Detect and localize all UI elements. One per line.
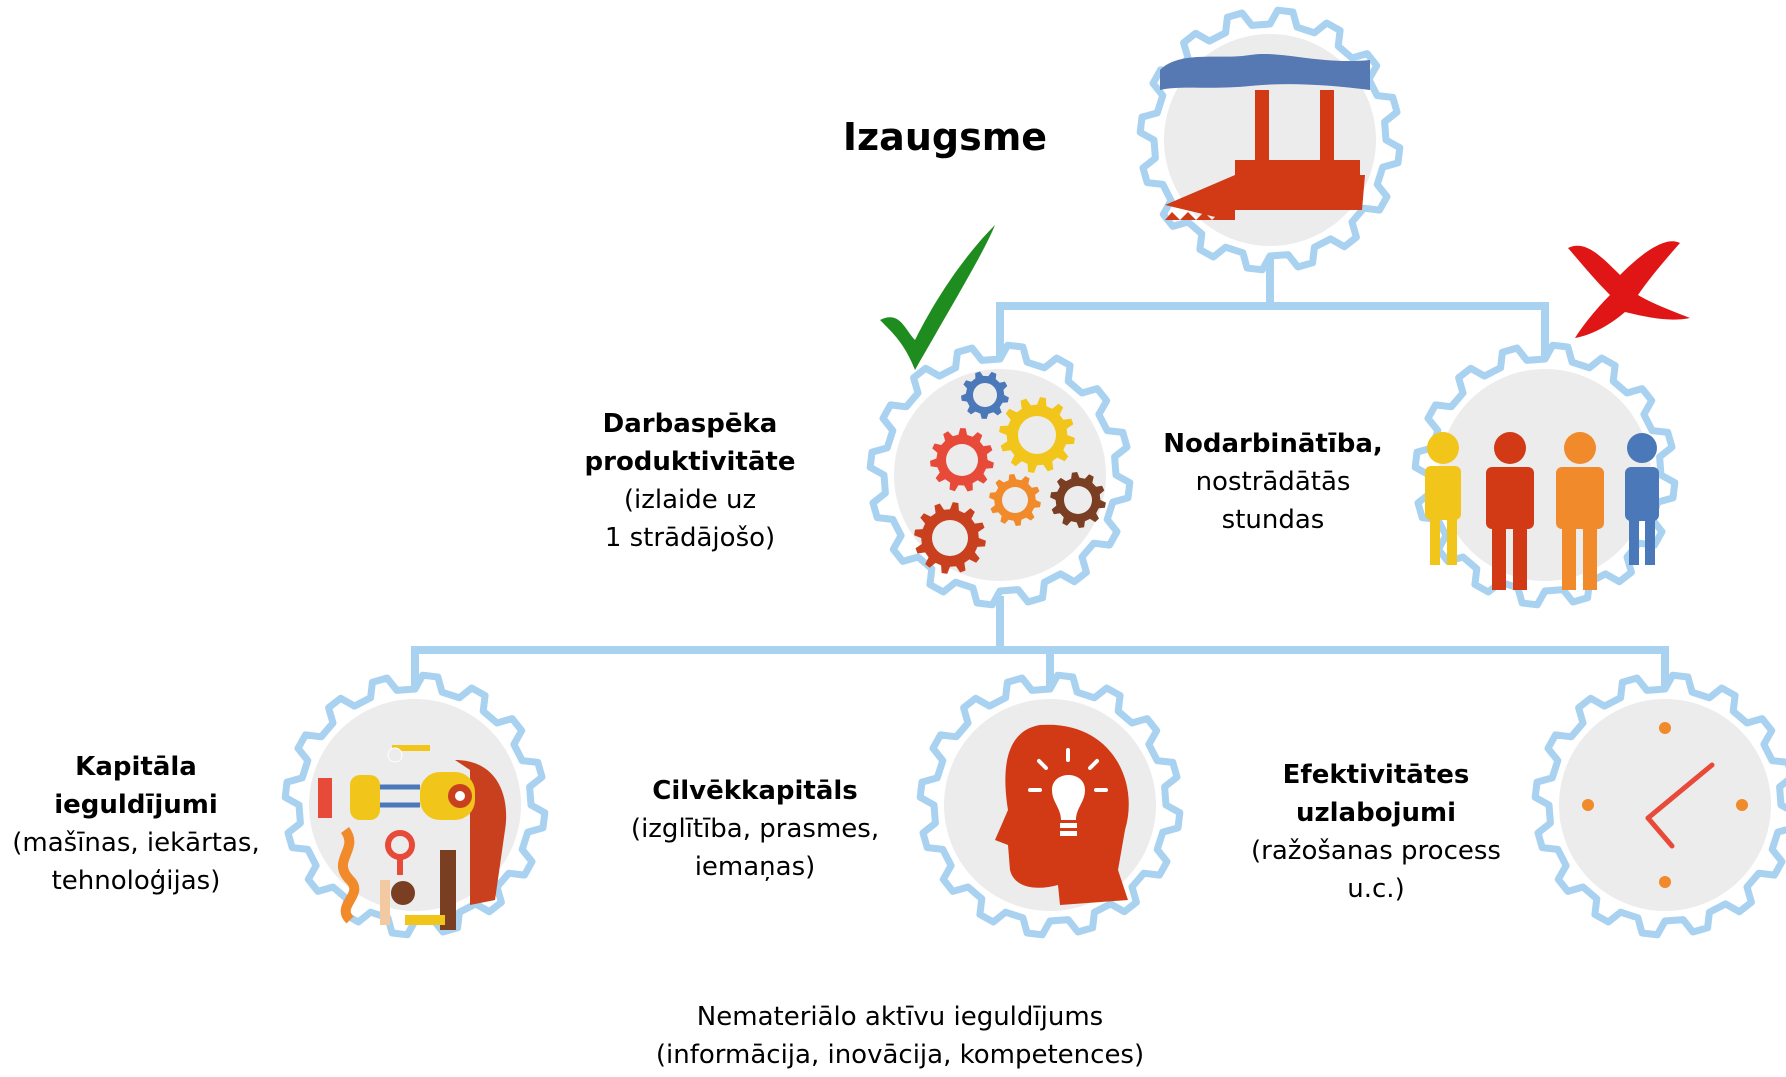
label-capital-bold-1: Kapitāla	[75, 752, 197, 782]
small-cog-hole	[973, 383, 997, 407]
label-capital-text-2: tehnoloģijas)	[51, 866, 221, 896]
label-efficiency: Efektivitātes uzlabojumi (ražošanas proc…	[1238, 756, 1514, 908]
label-productivity-bold-1: Darbaspēka	[602, 409, 778, 439]
label-capital: Kapitāla ieguldījumi (mašīnas, iekārtas,…	[0, 748, 272, 900]
cross-icon	[1568, 241, 1690, 338]
gear-growth	[1136, 6, 1404, 274]
label-human-bold-1: Cilvēkkapitāls	[652, 776, 858, 806]
factory-icon	[1160, 53, 1370, 220]
people-icon	[1425, 432, 1659, 590]
label-employment-text-2: stundas	[1221, 505, 1325, 535]
check-icon	[880, 225, 995, 370]
label-intangible-text-2: (informācija, inovācija, kompetences)	[655, 1040, 1145, 1070]
label-productivity-text-2: 1 strādājošo)	[604, 523, 776, 553]
label-productivity-bold-2: produktivitāte	[584, 447, 796, 477]
small-cog-hole	[946, 444, 978, 476]
person-yellow	[1425, 432, 1461, 565]
title-growth: Izaugsme	[842, 115, 1048, 159]
label-efficiency-bold-2: uzlabojumi	[1296, 798, 1456, 828]
label-capital-bold-2: ieguldījumi	[54, 790, 218, 820]
label-employment-bold-1: Nodarbinātība,	[1163, 429, 1383, 459]
cogs-icon	[914, 371, 1106, 574]
connector-lines	[411, 251, 1669, 714]
label-capital-text-1: (mašīnas, iekārtas,	[12, 828, 260, 858]
label-human-text-2: iemaņas)	[694, 852, 816, 882]
machinery-icon	[318, 745, 507, 930]
label-employment: Nodarbinātība, nostrādātās stundas	[1148, 425, 1398, 539]
label-human-capital: Cilvēkkapitāls (izglītība, prasmes, iema…	[620, 772, 890, 886]
person-blue	[1625, 433, 1659, 565]
small-cog-hole	[1064, 486, 1092, 514]
label-productivity-text-1: (izlaide uz	[623, 485, 757, 515]
label-intangible-text-1: Nemateriālo aktīvu ieguldījums	[696, 1002, 1104, 1032]
small-cog-hole	[932, 520, 968, 556]
label-intangible: Nemateriālo aktīvu ieguldījums (informāc…	[600, 998, 1200, 1074]
clock-icon	[1582, 722, 1748, 888]
label-efficiency-bold-1: Efektivitātes	[1282, 760, 1470, 790]
head-lightbulb-icon	[995, 724, 1129, 905]
small-cog-hole	[1002, 487, 1028, 513]
label-productivity: Darbaspēka produktivitāte (izlaide uz 1 …	[570, 405, 810, 557]
label-efficiency-text-2: u.c.)	[1347, 874, 1405, 904]
person-red	[1486, 432, 1534, 590]
label-human-text-1: (izglītība, prasmes,	[630, 814, 880, 844]
label-employment-text-1: nostrādātās	[1195, 467, 1351, 497]
person-orange	[1556, 432, 1604, 590]
label-efficiency-text-1: (ražošanas process	[1251, 836, 1501, 866]
gear-face	[1439, 369, 1651, 581]
small-cog-hole	[1018, 416, 1056, 454]
